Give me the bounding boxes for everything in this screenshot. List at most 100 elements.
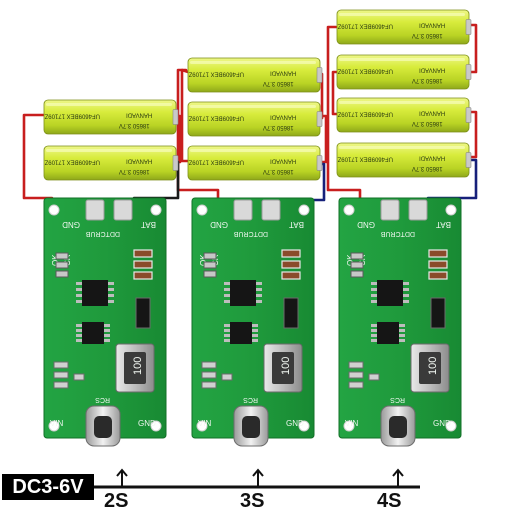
red-wire xyxy=(331,70,339,116)
ic-pin xyxy=(403,288,409,291)
usb-c-opening xyxy=(242,416,260,438)
mounting-hole xyxy=(298,420,310,432)
capacitor-small xyxy=(348,371,364,379)
ic-pin xyxy=(256,300,262,303)
led xyxy=(203,270,217,278)
ic-pin xyxy=(224,282,230,285)
ic-pin xyxy=(108,282,114,285)
cell-label-small: 18650 3.7V xyxy=(263,80,294,86)
cell-label-left: UF4609BEX 17109Z xyxy=(188,158,244,164)
silk-bat: BAT xyxy=(436,220,451,229)
silk-brand: DDTCRUB xyxy=(380,230,415,237)
cell-label-left: UF4609BEX 17109Z xyxy=(337,67,393,73)
pad-bat xyxy=(408,199,428,221)
inductor-code: 100 xyxy=(132,357,144,375)
cell-label-left: UF4609BEX 17109Z xyxy=(337,155,393,161)
inductor-core xyxy=(124,352,146,384)
capacitor-small xyxy=(201,361,217,369)
capacitor-small xyxy=(221,373,233,381)
silk-ok: OK xyxy=(51,254,60,266)
ic-pin xyxy=(403,294,409,297)
ic-pin xyxy=(104,339,110,342)
ic-pin xyxy=(104,329,110,332)
ic-pin xyxy=(371,324,377,327)
ic-pin xyxy=(76,300,82,303)
ic-pin xyxy=(108,288,114,291)
ic-pin xyxy=(76,294,82,297)
ic-pin xyxy=(252,329,258,332)
led xyxy=(55,252,69,260)
ic-pin xyxy=(76,288,82,291)
caption-arrow xyxy=(116,468,128,477)
config-label-2s: 2S xyxy=(104,490,129,512)
ic-pin xyxy=(76,324,82,327)
ic-pin xyxy=(399,339,405,342)
cell-label-right: HANVADI xyxy=(419,66,446,72)
capacitor-small xyxy=(348,381,364,389)
resistor xyxy=(133,271,153,280)
mounting-hole xyxy=(48,420,60,432)
cell-highlight xyxy=(339,58,465,61)
cell-label-left: UF4609BEX 17109Z xyxy=(188,114,244,120)
cell-label-small: 18650 3.7V xyxy=(119,122,150,128)
silk-bat: BAT xyxy=(289,220,304,229)
ic-pin xyxy=(104,334,110,337)
mounting-hole xyxy=(196,204,208,216)
ic-pin xyxy=(403,282,409,285)
mounting-hole xyxy=(445,420,457,432)
resistor xyxy=(428,271,448,280)
capacitor-small xyxy=(368,373,380,381)
cell-label-right: HANVADI xyxy=(419,21,446,27)
cell-highlight xyxy=(46,149,172,152)
ic-chip xyxy=(82,280,108,306)
ic-pin xyxy=(399,334,405,337)
red-wire xyxy=(466,23,478,74)
usb-c-opening xyxy=(389,416,407,438)
led xyxy=(350,252,364,260)
cell-highlight xyxy=(190,61,316,64)
led xyxy=(350,261,364,269)
led xyxy=(55,270,69,278)
ic-pin xyxy=(403,300,409,303)
ic-pin xyxy=(76,282,82,285)
mounting-hole xyxy=(150,204,162,216)
resistor xyxy=(428,249,448,258)
ic-pin xyxy=(224,300,230,303)
config-label-4s: 4S xyxy=(377,490,402,512)
silk-brand: DDTCRUB xyxy=(233,230,268,237)
ic-pin xyxy=(224,294,230,297)
ic-chip xyxy=(230,280,256,306)
ic-pin xyxy=(108,294,114,297)
cell-terminal xyxy=(316,111,323,127)
cell-label-right: HANVADI xyxy=(126,111,153,117)
resistor xyxy=(281,260,301,269)
capacitor-small xyxy=(73,373,85,381)
silk-ok: OK xyxy=(346,254,355,266)
cell-highlight xyxy=(190,105,316,108)
inductor-core xyxy=(419,352,441,384)
ic-pin xyxy=(76,339,82,342)
mounting-hole xyxy=(196,420,208,432)
sense-resistor xyxy=(283,297,299,329)
cell-terminal xyxy=(465,64,472,80)
mounting-hole xyxy=(445,204,457,216)
cell-label-right: HANVADI xyxy=(270,157,297,163)
capacitor-small xyxy=(348,361,364,369)
led xyxy=(203,252,217,260)
ic-pin xyxy=(224,339,230,342)
config-label-3s: 3S xyxy=(240,490,265,512)
silk-vin: VIN xyxy=(345,419,359,428)
pad-gnd xyxy=(85,199,105,221)
input-voltage-label: DC3-6V xyxy=(2,474,94,500)
resistor xyxy=(133,260,153,269)
cell-label-small: 18650 3.7V xyxy=(412,32,443,38)
caption-arrow xyxy=(392,468,404,477)
